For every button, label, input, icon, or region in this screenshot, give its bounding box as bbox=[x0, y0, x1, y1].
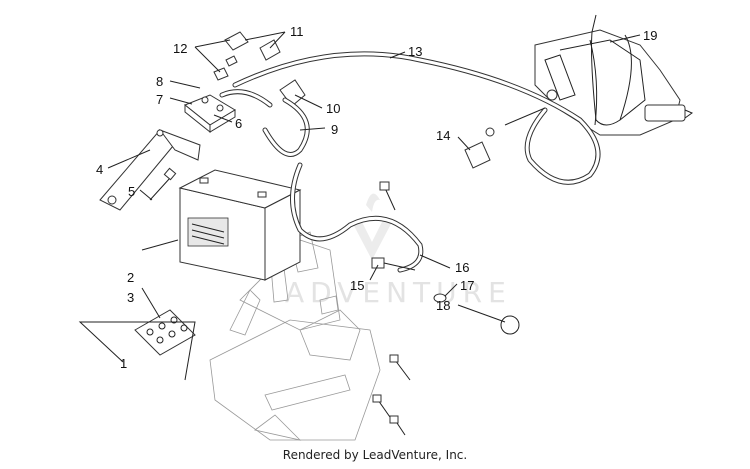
callout-19: 19 bbox=[643, 28, 657, 43]
callout-10: 10 bbox=[326, 101, 340, 116]
callout-15: 15 bbox=[350, 278, 364, 293]
solenoid bbox=[184, 94, 236, 134]
callout-4: 4 bbox=[96, 162, 103, 177]
nut-14 bbox=[485, 127, 495, 137]
cable-16 bbox=[290, 162, 424, 273]
callout-14: 14 bbox=[436, 128, 450, 143]
callout-12: 12 bbox=[173, 41, 187, 56]
watermark-text: ADVENTURE bbox=[285, 276, 512, 309]
battery bbox=[178, 169, 302, 281]
callout-3: 3 bbox=[127, 290, 134, 305]
footer-credit: Rendered by LeadVenture, Inc. bbox=[282, 448, 468, 462]
callout-16: 16 bbox=[455, 260, 469, 275]
callout-17: 17 bbox=[460, 278, 474, 293]
callout-13: 13 bbox=[408, 44, 422, 59]
battery-label-icon bbox=[187, 217, 229, 247]
cable-13 bbox=[232, 51, 601, 185]
callout-1: 1 bbox=[120, 356, 127, 371]
terminal-cover bbox=[134, 309, 196, 356]
terminal-caps bbox=[213, 31, 281, 81]
watermark-logo: ADVENTURE bbox=[285, 193, 512, 309]
callout-18: 18 bbox=[436, 298, 450, 313]
leader-lines bbox=[78, 31, 641, 381]
starter-strap bbox=[591, 31, 632, 126]
boot-14 bbox=[464, 141, 491, 169]
bolt-top bbox=[379, 181, 396, 211]
callout-8: 8 bbox=[156, 74, 163, 89]
bolt-15 bbox=[371, 257, 416, 271]
clamp-18 bbox=[500, 315, 520, 335]
battery-bracket bbox=[99, 128, 201, 211]
washer-17 bbox=[433, 293, 447, 303]
starter-motor bbox=[534, 29, 694, 136]
lower-bolts bbox=[372, 354, 411, 436]
callout-11: 11 bbox=[290, 24, 304, 39]
cable-9 bbox=[262, 97, 310, 157]
callout-9: 9 bbox=[331, 122, 338, 137]
callout-7: 7 bbox=[156, 92, 163, 107]
callout-6: 6 bbox=[235, 116, 242, 131]
callout-2: 2 bbox=[127, 270, 134, 285]
cable-6 bbox=[219, 89, 273, 108]
callout-5: 5 bbox=[128, 184, 135, 199]
bolt-5 bbox=[149, 167, 177, 201]
